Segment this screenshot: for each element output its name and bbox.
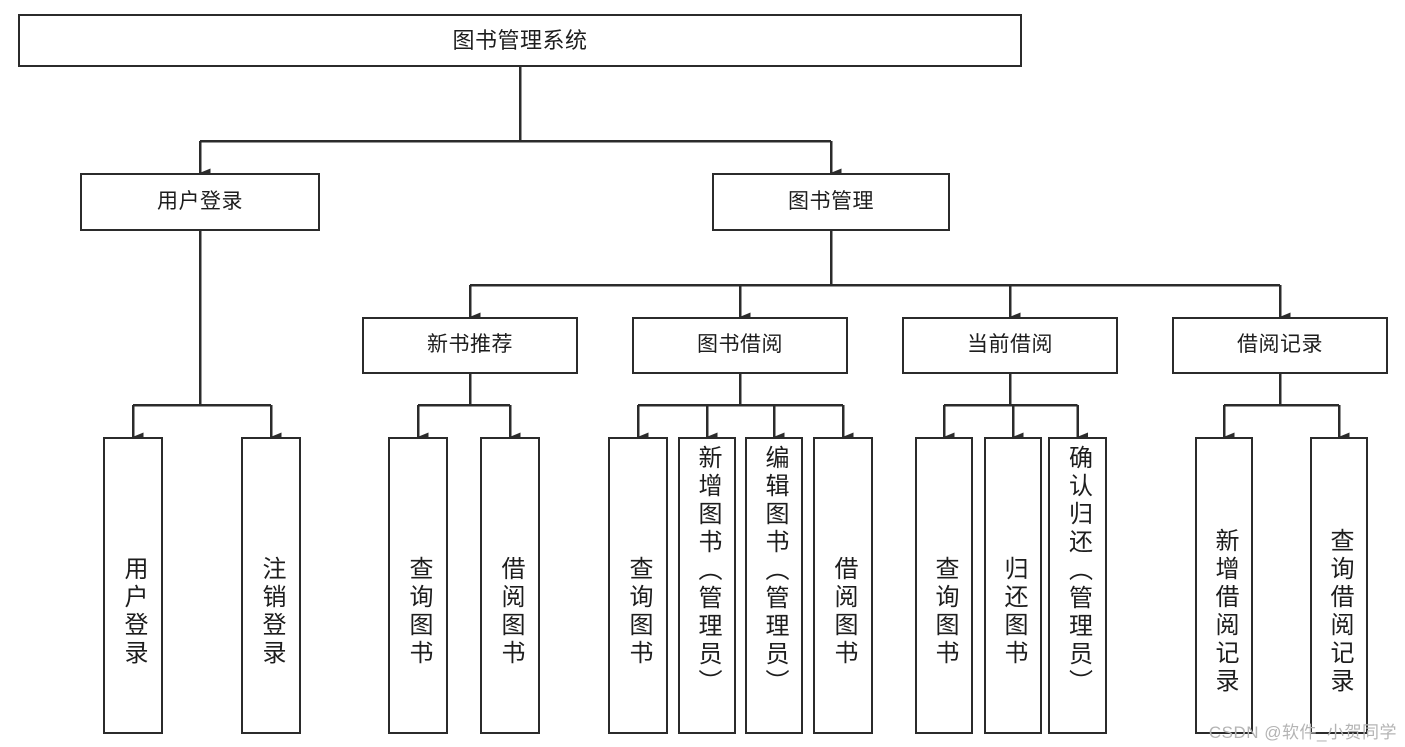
node-label: 查询借阅记录 bbox=[1326, 528, 1353, 696]
node-label: 查询图书 bbox=[931, 556, 958, 668]
node-root[interactable]: 图书管理系统 bbox=[18, 14, 1022, 67]
node-label: 借阅记录 bbox=[1237, 333, 1323, 357]
node-records[interactable]: 借阅记录 bbox=[1172, 317, 1388, 374]
node-leaf-user-login[interactable]: 用户登录 bbox=[103, 437, 163, 734]
edge-layer bbox=[131, 67, 1350, 442]
node-label: 新增借阅记录 bbox=[1211, 528, 1238, 696]
node-leaf-borrow-add[interactable]: 新增图书（管理员） bbox=[678, 437, 736, 734]
node-leaf-cur-return[interactable]: 归还图书 bbox=[984, 437, 1042, 734]
node-leaf-borrow-lend[interactable]: 借阅图书 bbox=[813, 437, 873, 734]
node-label: 图书管理系统 bbox=[452, 27, 588, 53]
node-label: 用户登录 bbox=[157, 189, 243, 213]
node-label: 当前借阅 bbox=[967, 333, 1053, 357]
node-label: 注销登录 bbox=[258, 556, 285, 668]
node-leaf-rec-add[interactable]: 新增借阅记录 bbox=[1195, 437, 1253, 734]
node-label: 用户登录 bbox=[120, 556, 147, 668]
node-label: 归还图书 bbox=[1000, 556, 1027, 668]
node-leaf-new-query[interactable]: 查询图书 bbox=[388, 437, 448, 734]
node-label: 图书管理 bbox=[788, 189, 874, 213]
node-leaf-rec-query[interactable]: 查询借阅记录 bbox=[1310, 437, 1368, 734]
watermark-text: CSDN @软件_小贺同学 bbox=[1208, 723, 1397, 742]
node-label: 确认归还（管理员） bbox=[1064, 445, 1092, 697]
node-login[interactable]: 用户登录 bbox=[80, 173, 320, 231]
node-leaf-cur-confirm[interactable]: 确认归还（管理员） bbox=[1048, 437, 1107, 734]
node-leaf-borrow-query[interactable]: 查询图书 bbox=[608, 437, 668, 734]
node-leaf-borrow-edit[interactable]: 编辑图书（管理员） bbox=[745, 437, 803, 734]
node-newbook[interactable]: 新书推荐 bbox=[362, 317, 578, 374]
node-label: 图书借阅 bbox=[697, 333, 783, 357]
node-label: 借阅图书 bbox=[830, 556, 857, 668]
node-bookmgmt[interactable]: 图书管理 bbox=[712, 173, 950, 231]
node-label: 查询图书 bbox=[405, 556, 432, 668]
node-label: 借阅图书 bbox=[497, 556, 524, 668]
node-borrow[interactable]: 图书借阅 bbox=[632, 317, 848, 374]
node-label: 新增图书（管理员） bbox=[694, 445, 721, 697]
node-label: 编辑图书（管理员） bbox=[761, 445, 788, 697]
node-current[interactable]: 当前借阅 bbox=[902, 317, 1118, 374]
node-leaf-new-borrow[interactable]: 借阅图书 bbox=[480, 437, 540, 734]
node-leaf-cur-query[interactable]: 查询图书 bbox=[915, 437, 973, 734]
node-leaf-user-logout[interactable]: 注销登录 bbox=[241, 437, 301, 734]
node-label: 查询图书 bbox=[625, 556, 652, 668]
node-label: 新书推荐 bbox=[427, 333, 513, 357]
